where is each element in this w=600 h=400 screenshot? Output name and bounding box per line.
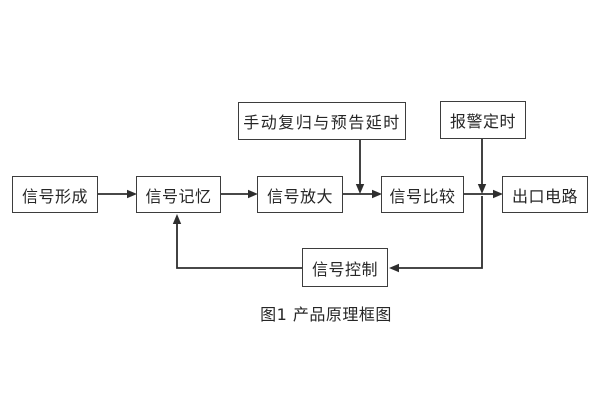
node-signal-memory: 信号记忆 [136,176,221,213]
node-signal-amplify-label: 信号放大 [266,186,333,206]
line-junction-down-to-signal-control [389,196,483,273]
node-manual-reset-label: 手动复归与预告延时 [243,113,401,132]
arrow-signal-control-feedback-to-signal-memory [172,214,302,269]
node-signal-control-label: 信号控制 [311,259,378,279]
node-alarm-timer: 报警定时 [440,101,526,139]
node-signal-form-label: 信号形成 [21,186,88,206]
node-signal-memory-label: 信号记忆 [145,186,212,206]
arrow-manual-reset-down [355,140,365,194]
arrow-signal-compare-to-output-circuit [464,189,503,199]
figure-caption: 图1 产品原理框图 [260,305,392,324]
node-signal-compare-label: 信号比较 [389,186,456,206]
node-signal-control: 信号控制 [302,248,388,287]
node-output-circuit-label: 出口电路 [511,186,578,206]
arrow-signal-amplify-to-signal-compare [343,189,382,199]
arrow-signal-form-to-signal-memory [98,189,137,199]
arrow-alarm-timer-down [477,139,487,194]
node-signal-compare: 信号比较 [381,176,464,213]
node-alarm-timer-label: 报警定时 [449,112,516,131]
node-signal-form: 信号形成 [12,176,98,213]
node-manual-reset: 手动复归与预告延时 [238,102,406,140]
node-signal-amplify: 信号放大 [257,176,343,213]
node-output-circuit: 出口电路 [502,176,588,213]
arrow-signal-memory-to-signal-amplify [221,189,258,199]
